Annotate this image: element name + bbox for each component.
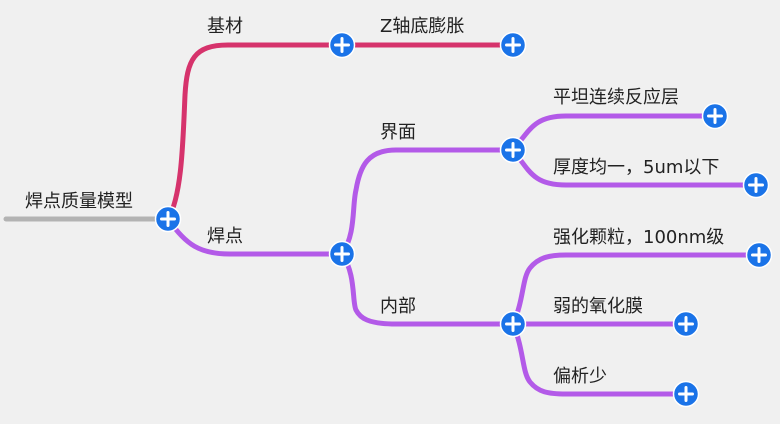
strengthen-particles-node-label[interactable]: 强化颗粒，100nm级	[553, 227, 724, 248]
labels-layer: 焊点质量模型 基材 Z轴底膨胀 焊点 界面 平坦连续反应层 厚度均一，5um以下…	[25, 16, 724, 387]
substrate-branch-line	[165, 42, 516, 222]
plus-icon	[748, 177, 764, 193]
solder-joint-expand-button[interactable]	[328, 240, 356, 268]
plus-icon	[505, 316, 521, 332]
internal-node-label[interactable]: 内部	[380, 296, 416, 317]
substrate-node-label[interactable]: 基材	[207, 16, 243, 37]
uniform-thickness-expand-button[interactable]	[742, 171, 770, 199]
buttons-layer	[154, 31, 773, 408]
plus-icon	[334, 37, 350, 53]
plus-icon	[678, 316, 694, 332]
plus-icon	[678, 386, 694, 402]
plus-icon	[505, 37, 521, 53]
low-segregation-node-label[interactable]: 偏析少	[553, 366, 607, 387]
root-expand-button[interactable]	[154, 205, 182, 233]
z-expansion-expand-button[interactable]	[499, 31, 527, 59]
strengthen-particles-expand-button[interactable]	[745, 241, 773, 269]
uniform-thickness-node-label[interactable]: 厚度均一，5um以下	[553, 157, 719, 178]
weak-oxide-node-label[interactable]: 弱的氧化膜	[553, 296, 643, 317]
interface-branch-line	[339, 147, 516, 257]
root-node-label[interactable]: 焊点质量模型	[25, 191, 133, 212]
plus-icon	[334, 246, 350, 262]
substrate-expand-button[interactable]	[328, 31, 356, 59]
internal-expand-button[interactable]	[499, 310, 527, 338]
z-expansion-node-label[interactable]: Z轴底膨胀	[380, 16, 464, 37]
low-segregation-branch-line	[510, 321, 689, 397]
internal-branch-line	[339, 251, 516, 327]
interface-expand-button[interactable]	[499, 136, 527, 164]
plus-icon	[505, 142, 521, 158]
flat-layer-expand-button[interactable]	[701, 102, 729, 130]
low-segregation-expand-button[interactable]	[672, 380, 700, 408]
solder-joint-node-label[interactable]: 焊点	[207, 226, 243, 247]
strengthen-particles-branch-line	[510, 252, 762, 327]
weak-oxide-expand-button[interactable]	[672, 310, 700, 338]
flat-layer-node-label[interactable]: 平坦连续反应层	[553, 87, 679, 108]
plus-icon	[707, 108, 723, 124]
plus-icon	[160, 211, 176, 227]
flat-layer-branch-line	[510, 113, 718, 153]
solder-branch-line	[165, 216, 345, 257]
plus-icon	[751, 247, 767, 263]
interface-node-label[interactable]: 界面	[380, 122, 416, 143]
